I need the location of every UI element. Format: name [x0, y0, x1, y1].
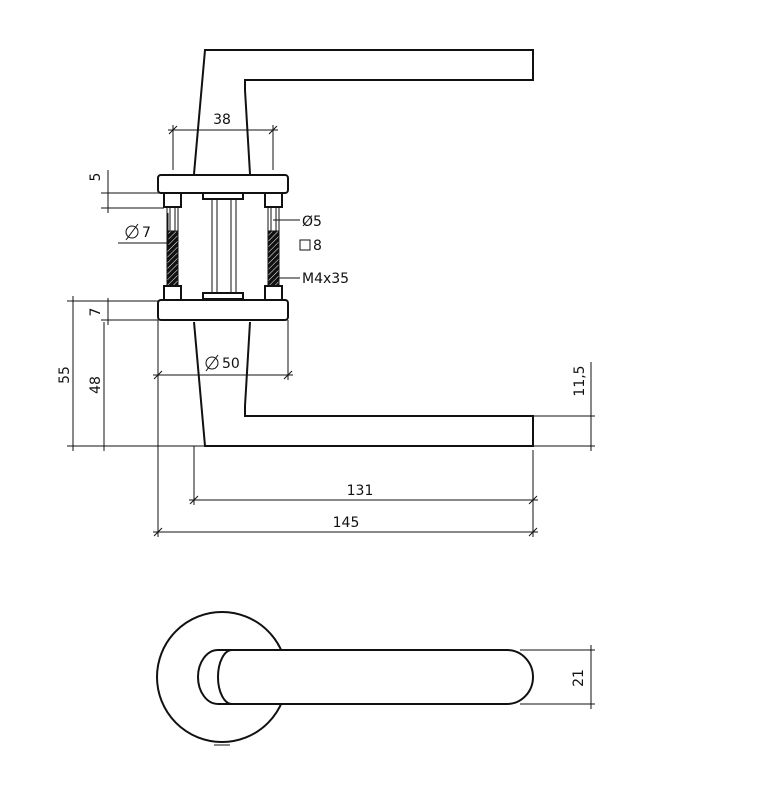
- diameter-icon: [205, 356, 219, 370]
- dim-lever-height: 48: [88, 376, 104, 394]
- top-view: [156, 611, 534, 746]
- upper-rose: [157, 174, 289, 194]
- dim-rose-depth: 7: [88, 308, 104, 317]
- dim-total-height: 55: [57, 366, 73, 384]
- spindle: [202, 192, 244, 300]
- dim-spindle-square: 8: [313, 238, 322, 254]
- dim-overall-length: 145: [333, 515, 360, 531]
- diameter-icon: [125, 225, 139, 239]
- dim-bolt-spec: M4x35: [302, 271, 349, 287]
- lever-grip: [217, 649, 534, 705]
- top-view-dimension: [520, 645, 595, 709]
- right-bolt: [264, 192, 283, 301]
- side-view: [157, 49, 534, 447]
- dim-lever-length: 131: [347, 483, 374, 499]
- dimension-labels: 38 5 7 Ø5 8 M4x35 7 50 55 48 11,5 131 14…: [57, 112, 588, 687]
- dim-sleeve-diameter: 7: [142, 225, 151, 241]
- lower-lever: [193, 321, 534, 447]
- upper-lever: [193, 49, 534, 175]
- dim-rose-diameter: 50: [222, 356, 240, 372]
- dim-rose-height: 5: [88, 173, 104, 182]
- lower-rose: [157, 299, 289, 321]
- dim-bolt-bore: Ø5: [302, 214, 322, 230]
- dim-grip-width: 21: [571, 669, 587, 687]
- dim-spindle-spacing: 38: [213, 112, 231, 128]
- dimension-ticks: [153, 125, 538, 537]
- dim-grip-height: 11,5: [572, 365, 588, 396]
- dimension-lines: [67, 125, 595, 537]
- square-icon: [299, 239, 311, 251]
- diameter-symbols: [125, 223, 311, 372]
